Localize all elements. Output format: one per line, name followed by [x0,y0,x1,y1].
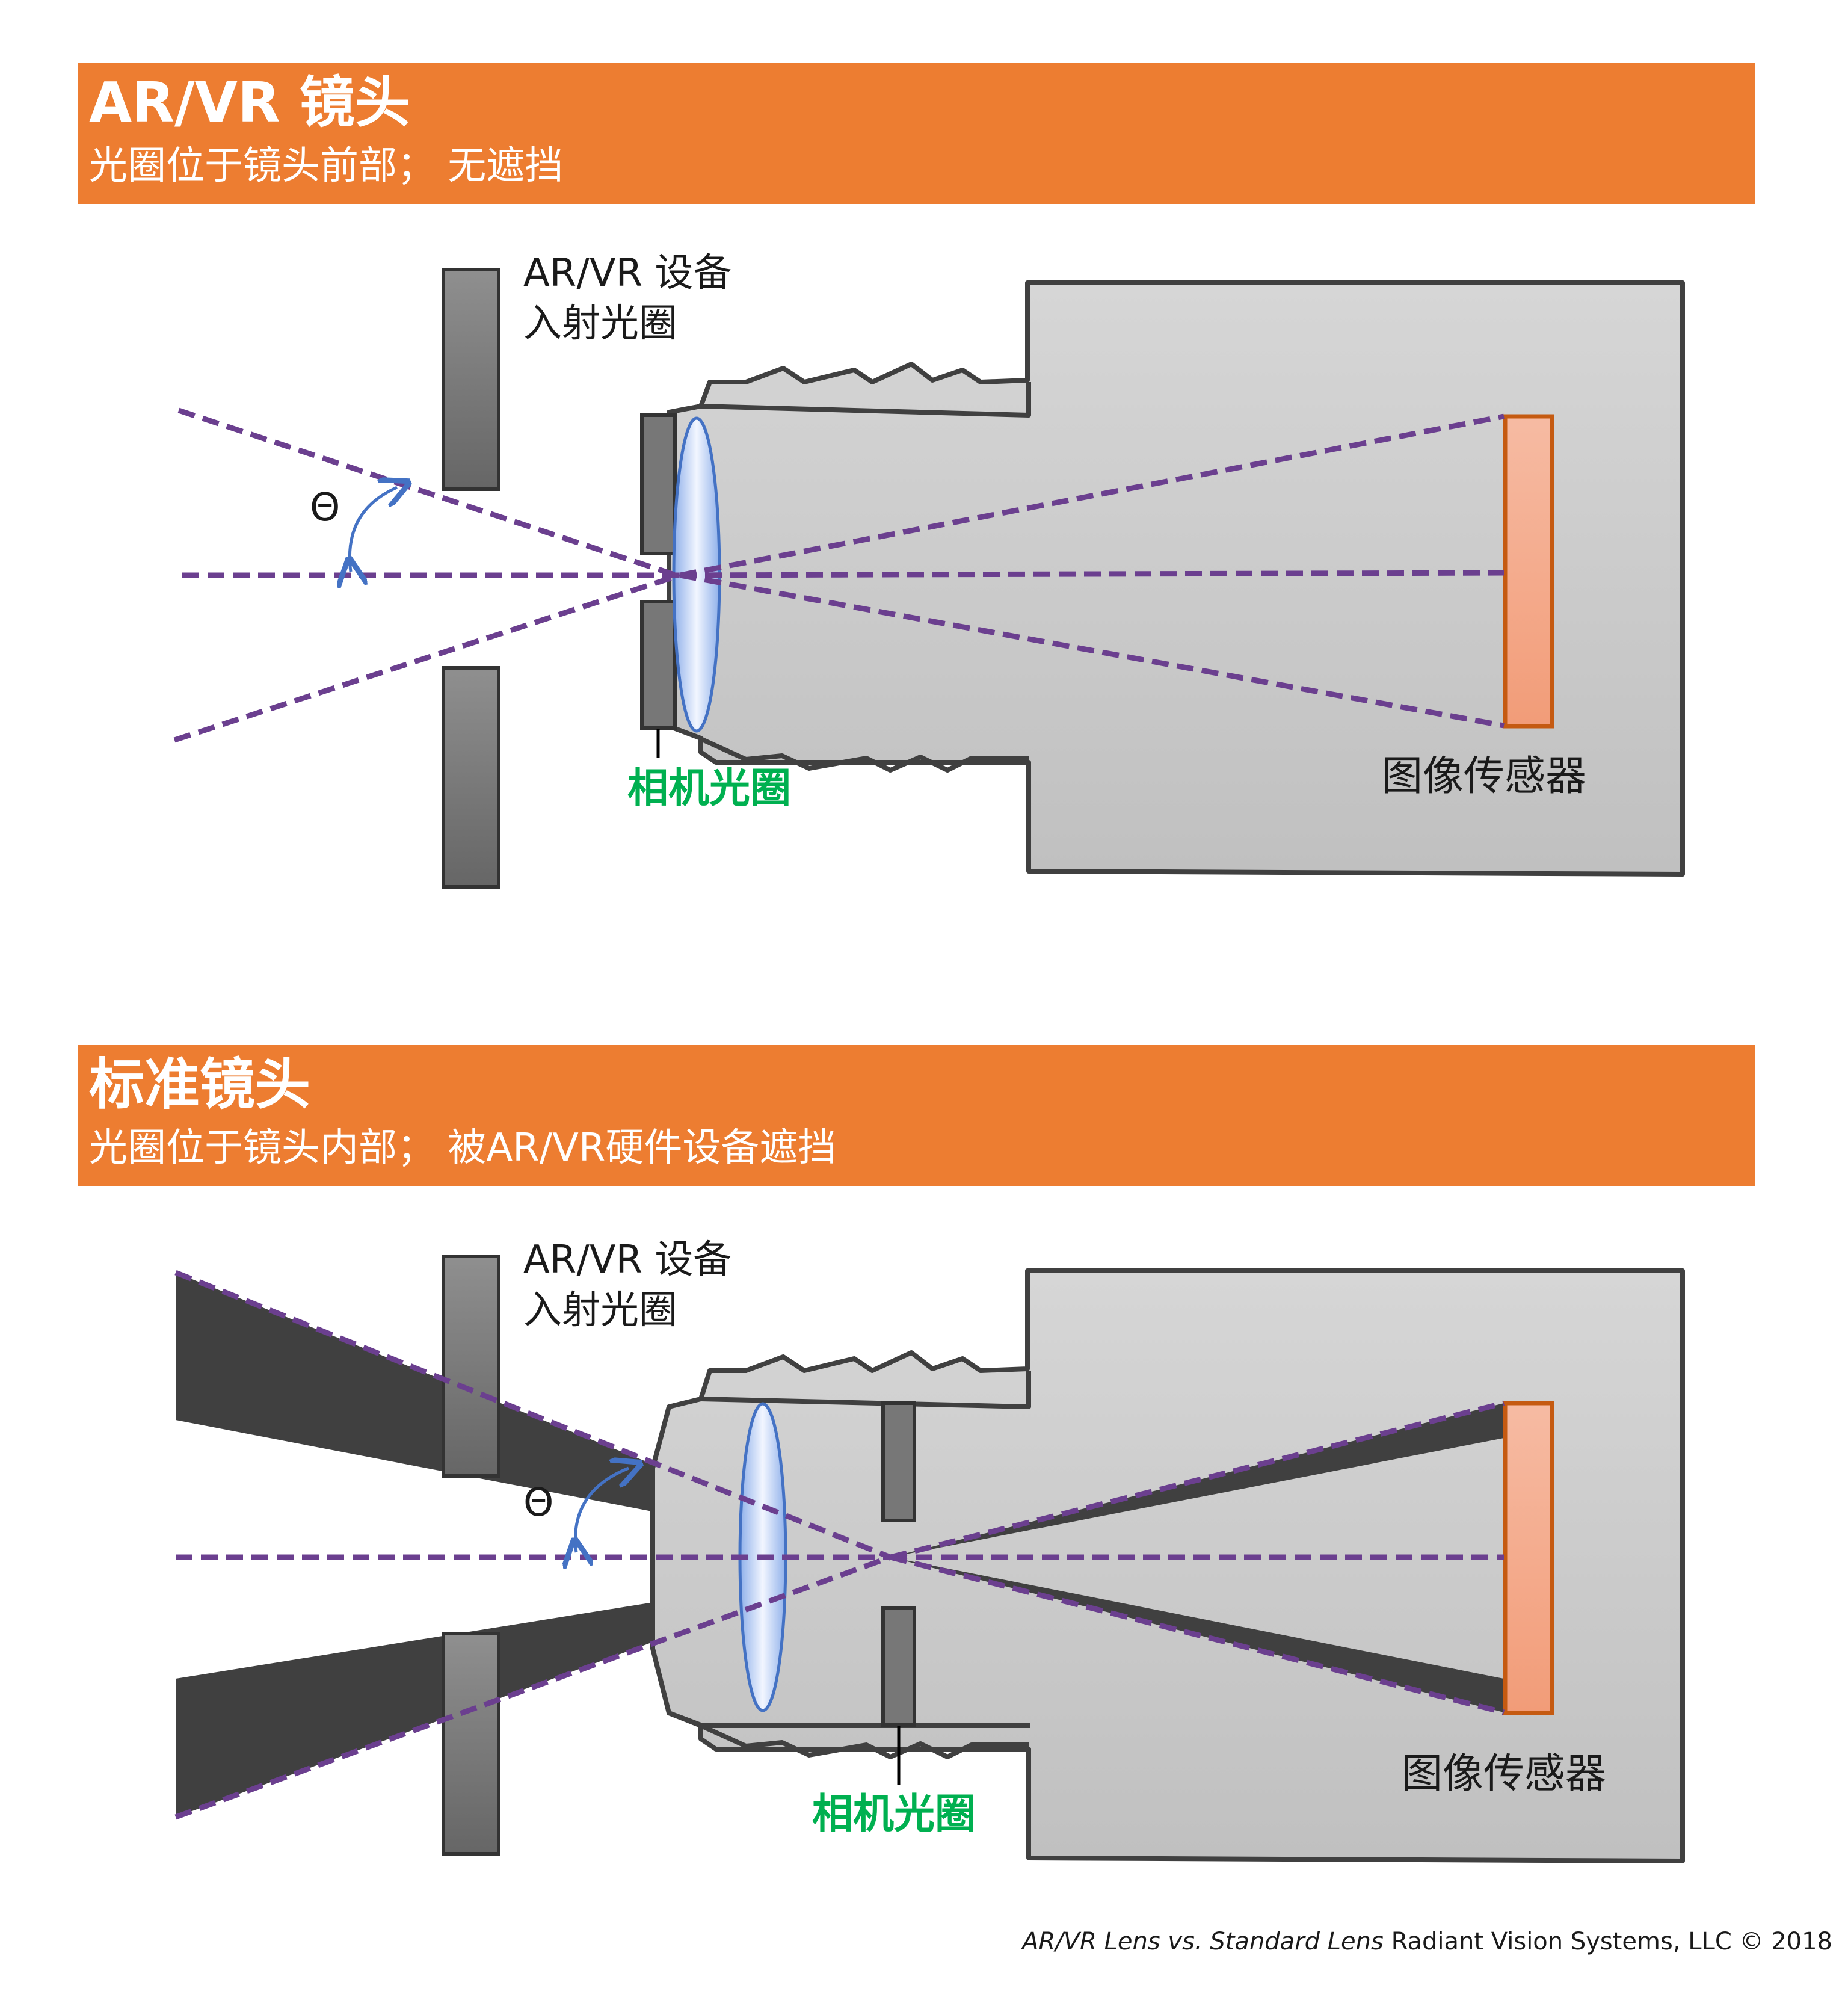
camera-aperture-label: 相机光圈 [812,1791,976,1838]
ray-upper-incoming [177,407,681,579]
image-sensor [1503,1401,1554,1715]
theta-symbol: Θ [523,1481,554,1525]
footer-credit: AR/VR Lens vs. Standard Lens Radiant Vis… [1022,1928,1832,1955]
standard-lens-diagram [174,1255,1685,1863]
ray-lower-incoming [174,1554,892,1820]
camera-aperture-plate-bottom [640,600,677,730]
footer-title: AR/VR Lens vs. Standard Lens [1022,1928,1384,1955]
panel-1-subtitle: 光圈位于镜头前部； 无遮挡 [89,144,564,188]
light-rays [173,407,1505,743]
ray-upper-incoming [174,1270,892,1560]
panel-1-diagram: AR/VR 设备 入射光圈 Θ 相机光圈 图像传感器 [0,229,1848,1011]
device-aperture-plate-bottom [442,1632,500,1856]
panel-2-subtitle: 光圈位于镜头内部； 被AR/VR硬件设备遮挡 [89,1126,837,1170]
panel-2-diagram: AR/VR 设备 入射光圈 Θ 相机光圈 图像传感器 [0,1215,1848,1998]
ray-upper-outgoing [889,1400,1505,1560]
lens-barrel-lower-thread [700,736,1029,773]
device-aperture-label: AR/VR 设备 入射光圈 [523,248,732,349]
image-sensor-label: 图像传感器 [1382,753,1587,800]
lens-barrel-upper [700,1371,1031,1409]
device-aperture-label-line2: 入射光圈 [523,1288,677,1333]
light-rays [174,1270,1505,1820]
footer-credit-text: Radiant Vision Systems, LLC © 2018 [1391,1928,1832,1955]
ray-lower-outgoing [679,572,1505,729]
lens-barrel-lower-thread [700,1723,1029,1759]
device-aperture-plate-top [442,1255,500,1478]
camera-aperture-label: 相机光圈 [627,765,792,812]
image-sensor [1503,414,1554,729]
ray-lower-incoming [173,572,681,743]
lens-barrel-inner-lower [668,1711,1030,1728]
camera-aperture-plate-bottom [881,1606,916,1727]
angle-arc [350,487,397,572]
ray-lower-outgoing [889,1554,1505,1715]
ray-upper-outgoing [679,413,1505,578]
ar-vr-lens-diagram [173,268,1685,889]
lens-barrel-upper [700,382,1031,418]
panel-1-header: AR/VR 镜头 光圈位于镜头前部； 无遮挡 [78,63,1755,204]
device-aperture-label-line1: AR/VR 设备 [523,1238,732,1282]
ray-center-outgoing [679,570,1505,578]
device-aperture-plate-bottom [442,666,500,889]
camera-aperture-plate-top [640,413,677,555]
image-sensor-label: 图像传感器 [1402,1750,1607,1798]
device-aperture-label-line2: 入射光圈 [523,301,677,346]
panel-1-title: AR/VR 镜头 [89,70,410,135]
angle-arc [576,1468,629,1552]
panel-2-title: 标准镜头 [89,1052,311,1117]
device-aperture-label-line1: AR/VR 设备 [523,251,732,295]
device-aperture-label: AR/VR 设备 入射光圈 [523,1235,732,1336]
theta-symbol: Θ [310,486,340,530]
camera-aperture-plate-top [881,1401,916,1522]
device-aperture-plate-top [442,268,500,491]
panel-2-header: 标准镜头 光圈位于镜头内部； 被AR/VR硬件设备遮挡 [78,1045,1755,1186]
